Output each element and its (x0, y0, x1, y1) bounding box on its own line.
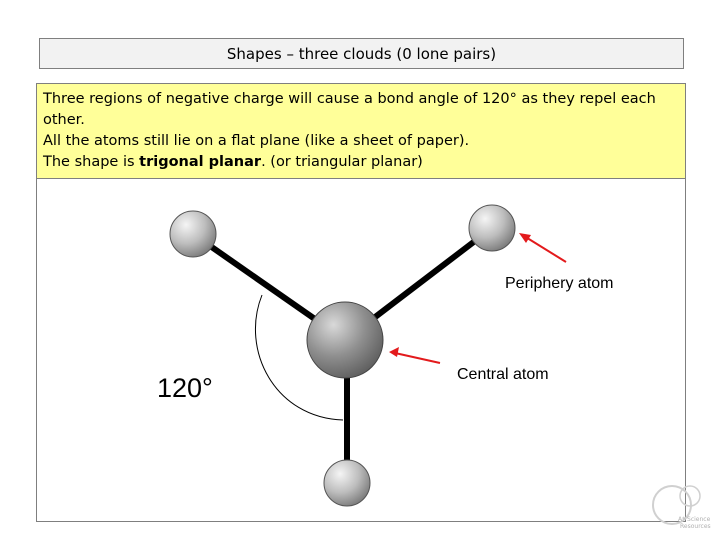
info-line-1: Three regions of negative charge will ca… (43, 91, 656, 128)
periphery-atom-upper-left (169, 210, 217, 258)
central-atom-label: Central atom (457, 366, 549, 383)
periphery-atom-label: Periphery atom (505, 275, 614, 292)
logo: A* Science Resources (652, 485, 711, 530)
central-atom (306, 301, 384, 379)
central-arrow (389, 347, 441, 364)
info-line-2: All the atoms still lie on a flat plane … (43, 133, 470, 149)
info-line-3-suffix: . (or triangular planar) (261, 154, 423, 170)
logo-line-1: A* Science (678, 516, 711, 523)
periphery-atom-bottom (323, 459, 371, 507)
logo-line-2: Resources (680, 523, 711, 530)
info-line-3-prefix: The shape is (43, 154, 140, 170)
slide-title: Shapes – three clouds (0 lone pairs) (39, 38, 684, 69)
info-box: Three regions of negative charge will ca… (37, 84, 685, 179)
slide-title-text: Shapes – three clouds (0 lone pairs) (226, 44, 497, 63)
periphery-arrow (519, 233, 567, 263)
bond-angle-arc (254, 294, 344, 421)
bond-angle-label: 120° (157, 373, 213, 403)
content-panel: Three regions of negative charge will ca… (36, 83, 686, 522)
info-line-3: The shape is trigonal planar. (or triang… (43, 152, 679, 173)
periphery-atom-upper-right (468, 204, 516, 252)
shape-name: trigonal planar (139, 154, 262, 170)
